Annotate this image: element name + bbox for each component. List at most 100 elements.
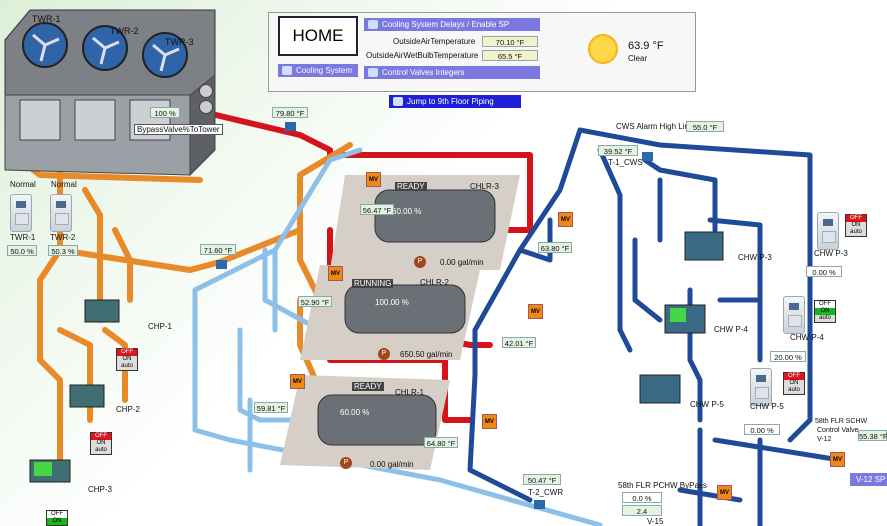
chp1-label: CHP-1 [148,322,173,331]
tower-supply-temp: 79.80 °F [272,107,308,118]
chlr3-chw-mv[interactable]: MV [558,212,573,227]
chiller-bodies [317,189,496,446]
chwp3-speed: 0.00 % [806,266,842,277]
chlr1-label: CHLR-1 [395,388,424,397]
twr1-vfd[interactable] [10,194,32,232]
temp-sensor-icon [285,122,296,131]
pump-bodies [29,231,724,483]
cws-alarm-value[interactable]: 55.0 °F [686,121,724,132]
t1-cws-value: 39.52 °F [598,145,638,156]
home-button[interactable]: HOME [278,16,358,56]
tower-bypass-pct: 100 % [150,107,180,118]
outside-wetbulb-label: OutsideAirWetBulbTemperature [366,51,479,60]
chlr1-chw-temp: 64.80 °F [424,437,458,448]
sun-icon [588,34,618,64]
t1-cws-label: T-1_CWS [608,158,643,167]
chlr1-chw-mv[interactable]: MV [482,414,497,429]
chwp5-vfd-label: CHW P-5 [750,402,784,411]
navigate-icon [393,97,403,106]
navigate-icon [368,68,378,77]
v15-label: V-15 [647,517,664,526]
outside-air-label: OutsideAirTemperature [393,37,476,46]
weather-desc: Clear [628,54,648,63]
weather-temp: 63.9 °F [628,40,664,52]
twr2-vfd-label: TWR-2 [50,233,76,242]
chlr1-capacity: 60.00 % [340,408,370,417]
chwp5-label: CHW P-5 [690,400,724,409]
cooling-delays-button[interactable]: Cooling System Delays / Enable SP [364,18,540,31]
chp3-label: CHP-3 [88,485,113,494]
outside-air-value: 70.10 °F [482,36,538,47]
chlr2-chw-temp: 42.01 °F [502,337,536,348]
bypass-pct: 0.0 % [622,492,662,503]
bypass-value[interactable]: 2.4 [622,505,662,516]
bypass-mv[interactable]: MV [717,485,732,500]
chlr2-state: RUNNING [352,279,394,288]
chwp3-label: CHW P-3 [738,253,772,262]
chwp3-vfd[interactable] [817,212,839,250]
chwp5-vfd[interactable] [750,368,772,406]
chlr2-cw-mv[interactable]: MV [328,266,343,281]
cooling-system-button[interactable]: Cooling System [278,64,358,77]
chilled-supply-pipes [467,127,843,526]
chlr3-capacity: 60.00 % [392,207,422,216]
v12-label-3: V-12 [817,436,832,443]
tower-bypass-label: BypassValve%ToTower [134,124,223,135]
tower-fan-button[interactable] [199,100,213,114]
twr2-vfd[interactable] [50,194,72,232]
chlr2-chw-mv[interactable]: MV [528,304,543,319]
cws-alarm-label: CWS Alarm High Limit [616,122,696,131]
jump-9th-floor-button[interactable]: Jump to 9th Floor Piping [389,95,521,108]
chlr2-pump-button[interactable]: P [378,348,390,360]
tower-fans [22,22,188,78]
chlr1-cw-mv[interactable]: MV [290,374,305,389]
t2-cwr-value: 50.47 °F [523,474,561,485]
twr2-speed: 50.3 % [48,245,78,256]
v12-temp: 55.38 °F [858,430,887,441]
chlr1-pump-button[interactable]: P [340,457,352,469]
temp-sensor-icon [642,152,653,161]
twr1-vfd-label: TWR-1 [10,233,36,242]
chwp4-label: CHW P-4 [714,325,748,334]
twr3-label: TWR-3 [165,37,194,47]
twr2-label: TWR-2 [110,26,139,36]
tower-valve-button[interactable] [199,84,213,98]
chlr1-state: READY [352,382,384,391]
temp-sensor-icon [216,260,227,269]
v12-sp-button[interactable]: V-12 SP LC [850,473,887,497]
chlr3-chw-temp: 63.80 °F [538,242,572,253]
chlr3-flow: 0.00 gal/min [440,258,484,267]
twr1-label: TWR-1 [32,14,61,24]
chlr3-cw-temp: 56.47 °F [360,204,394,215]
chlr1-flow: 0.00 gal/min [370,460,414,469]
v12-mv[interactable]: MV [830,452,845,467]
chlr3-cw-mv[interactable]: MV [366,172,381,187]
navigate-icon [368,20,378,29]
twr2-status: Normal [51,180,77,189]
chwp4-vfd[interactable] [783,296,805,334]
chlr2-capacity: 100.00 % [375,298,409,307]
chlr2-cw-temp: 52.90 °F [298,296,332,307]
chlr3-label: CHLR-3 [470,182,499,191]
chlr3-pump-button[interactable]: P [414,256,426,268]
cw-mid-temp: 71.60 °F [200,244,236,255]
chp2-label: CHP-2 [116,405,141,414]
chlr2-flow: 650.50 gal/min [400,350,453,359]
chwp3-vfd-label: CHW P-3 [814,249,848,258]
v12-label-2: Control Valve [817,427,859,434]
t2-cwr-label: T-2_CWR [528,488,564,497]
control-valves-button[interactable]: Control Valves Integers [364,66,540,79]
chwp4-speed: 20.00 % [770,351,806,362]
chlr2-label: CHLR-2 [420,278,449,287]
outside-wetbulb-value: 65.5 °F [482,50,538,61]
chwp4-vfd-label: CHW P-4 [790,333,824,342]
chlr1-cw-temp: 59.81 °F [254,402,288,413]
